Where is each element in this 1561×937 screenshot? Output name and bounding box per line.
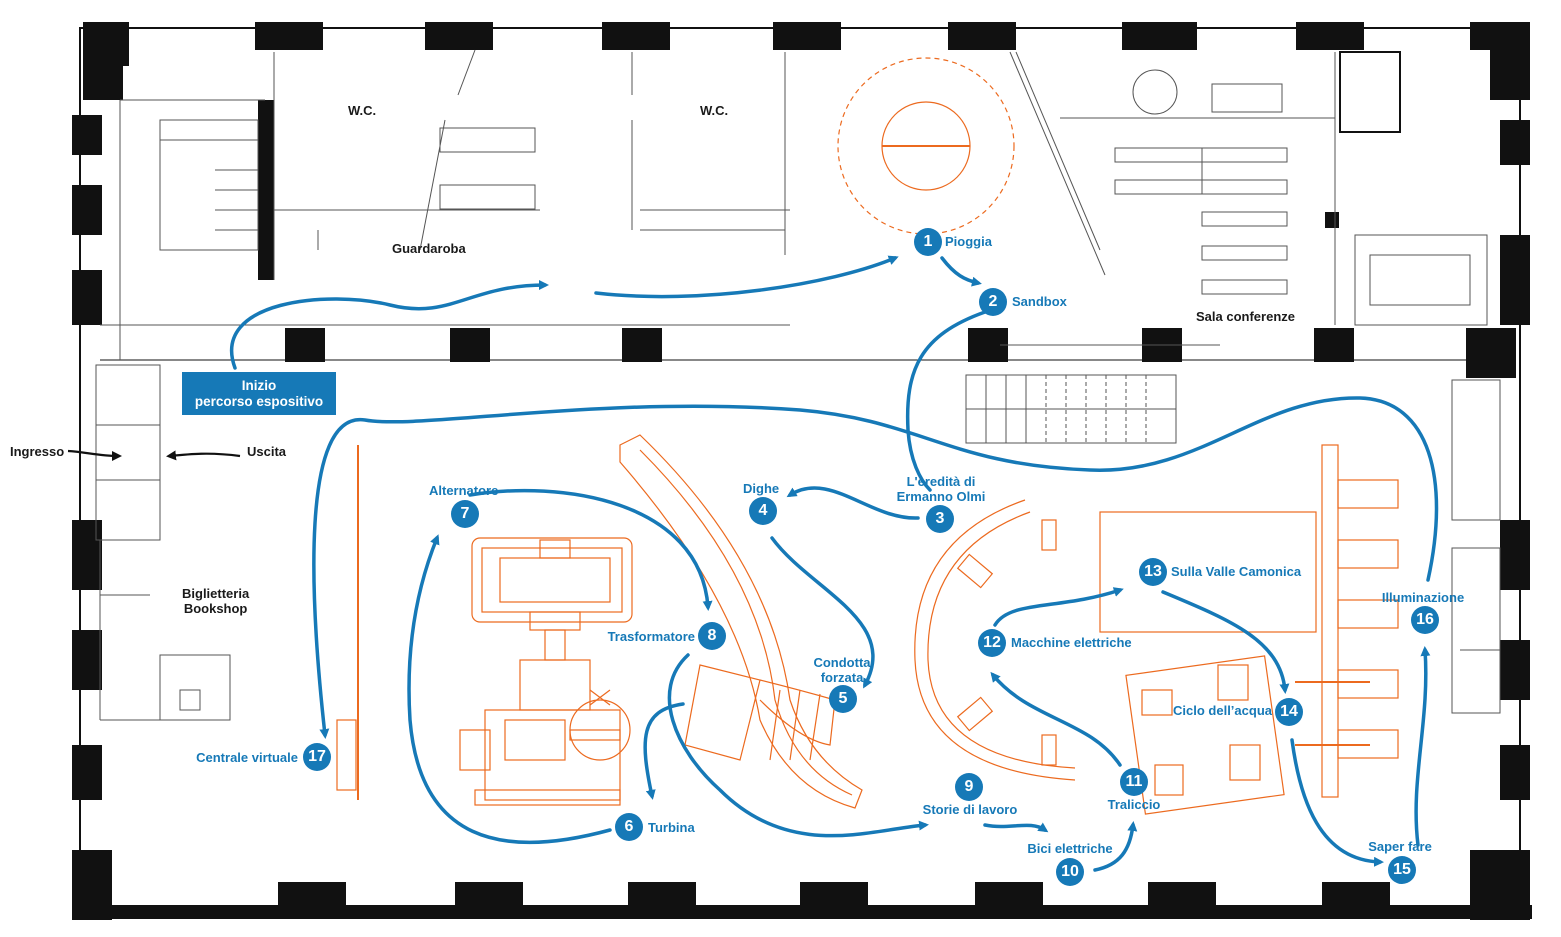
station-label-13: Sulla Valle Camonica [1171, 564, 1302, 579]
station-badge-10: 10 [1056, 858, 1084, 886]
station-badge-1: 1 [914, 228, 942, 256]
room-label-bookshop-text: Bookshop [183, 601, 248, 616]
station-badge-7: 7 [451, 500, 479, 528]
exhibit-layout [336, 57, 1399, 815]
station-badge-2: 2 [979, 288, 1007, 316]
station-label-15: Saper fare [1368, 839, 1432, 854]
station-badge-3: 3 [926, 505, 954, 533]
entry-exit-arrows [67, 449, 241, 461]
room-label-sala-conferenze: Sala conferenze [1196, 309, 1295, 324]
station-label-6: Turbina [648, 820, 695, 835]
station-label-16: Illuminazione [1381, 590, 1465, 605]
station-label-12: Macchine elettriche [1011, 635, 1132, 650]
station-label-7: Alternatore [429, 483, 499, 498]
station-label-2: Sandbox [1012, 294, 1067, 309]
station-badge-9: 9 [955, 773, 983, 801]
station-badge-5: 5 [829, 685, 857, 713]
exit-label: Uscita [247, 444, 287, 459]
route-start-box: Inizio percorso espositivo [182, 372, 336, 415]
room-label-wc-right: W.C. [700, 103, 729, 118]
station-label-17: Centrale virtuale [196, 750, 298, 765]
station-label-8: Trasformatore [607, 629, 695, 644]
station-badge-11: 11 [1120, 768, 1148, 796]
station-badge-12: 12 [978, 629, 1006, 657]
station-label-5: Condotta forzata [806, 655, 878, 685]
room-label-biglietteria-text: Biglietteria [182, 586, 250, 601]
route-start-line2: percorso espositivo [194, 393, 324, 409]
station-label-3-line1: L'eredità di [906, 474, 976, 489]
station-label-4: Dighe [743, 481, 780, 496]
station-badge-8: 8 [698, 622, 726, 650]
station-label-1: Pioggia [945, 234, 992, 249]
station-badge-6: 6 [615, 813, 643, 841]
station-label-5-line2: forzata [820, 670, 864, 685]
station-label-14: Ciclo dell’acqua [1173, 703, 1272, 718]
route-start-line1: Inizio [241, 377, 277, 393]
station-label-3-line2: Ermanno Olmi [896, 489, 986, 504]
exhibit-route [230, 255, 1439, 872]
building-walls [72, 22, 1532, 920]
plan-lines [95, 49, 1501, 721]
station-label-9: Storie di lavoro [922, 802, 1018, 817]
room-label-wc-left: W.C. [348, 103, 377, 118]
station-badge-17: 17 [303, 743, 331, 771]
station-label-10: Bici elettriche [1027, 841, 1113, 856]
station-badge-15: 15 [1388, 856, 1416, 884]
station-badge-13: 13 [1139, 558, 1167, 586]
station-label-5-line1: Condotta [813, 655, 871, 670]
station-badge-16: 16 [1411, 606, 1439, 634]
room-label-guardaroba: Guardaroba [392, 241, 466, 256]
room-label-biglietteria: Biglietteria Bookshop [182, 586, 249, 616]
entrance-label: Ingresso [10, 444, 65, 459]
station-label-11: Traliccio [1107, 797, 1161, 812]
station-label-3: L'eredità di Ermanno Olmi [893, 474, 989, 504]
station-badge-4: 4 [749, 497, 777, 525]
station-badge-14: 14 [1275, 698, 1303, 726]
